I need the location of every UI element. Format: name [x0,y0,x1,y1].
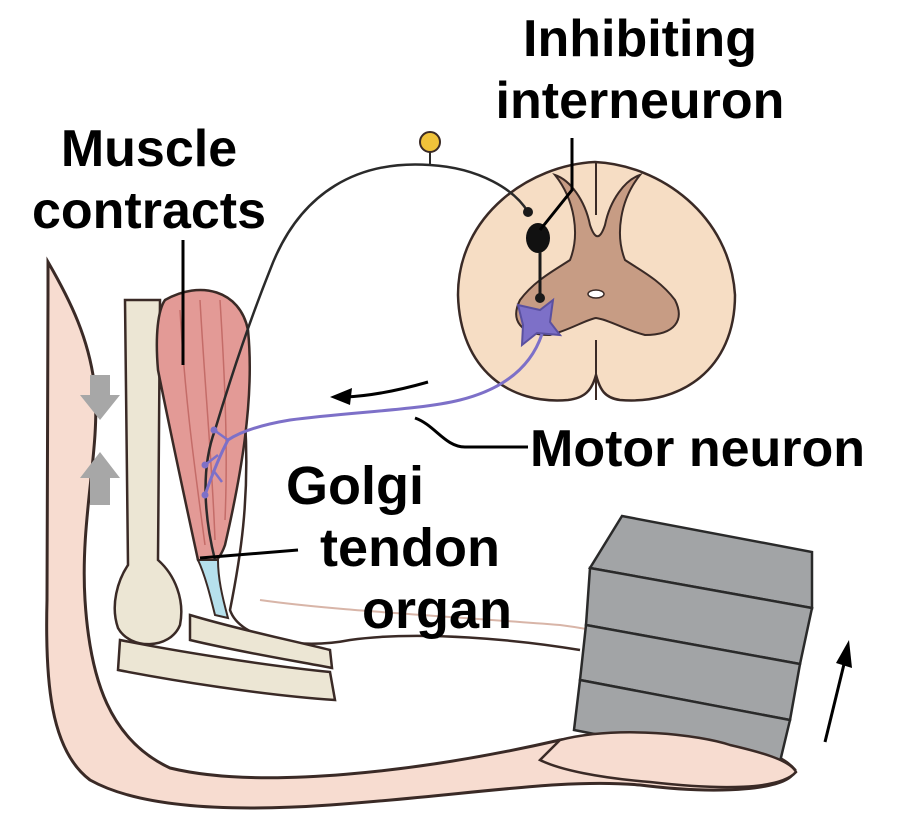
muscle-line2: contracts [15,180,283,242]
synapse-dot [523,207,533,217]
inhibiting-line2: interneuron [480,70,800,132]
up-arrow-head [836,640,852,668]
left-arrow-head [330,388,352,405]
golgi-tendon-organ-label: Golgi tendon organ [282,455,527,641]
motor-end-plate [202,462,209,469]
golgi-tendon-organ [198,560,228,618]
muscle-line1: Muscle [15,118,283,180]
inhibiting-interneuron-body [526,223,550,253]
motor-neuron-label: Motor neuron [530,418,908,480]
sensory-ganglion [420,132,440,152]
biceps-muscle [157,290,250,565]
muscle-contracts-label: Muscle contracts [15,118,283,242]
central-canal [588,290,604,298]
motor-neuron-text: Motor neuron [530,418,908,480]
up-arrow-icon [825,660,845,742]
motor-end-plate [211,427,218,434]
golgi-line2: tendon [282,517,527,579]
interneuron-synapse [535,293,545,303]
inhibiting-line1: Inhibiting [480,8,800,70]
golgi-line3: organ [282,579,527,641]
golgi-line1: Golgi [282,455,527,517]
motor-end-plate [202,492,209,499]
motor-neuron-leader [415,418,528,447]
left-arrow-icon [345,382,428,397]
inhibiting-interneuron-label: Inhibiting interneuron [480,8,800,132]
